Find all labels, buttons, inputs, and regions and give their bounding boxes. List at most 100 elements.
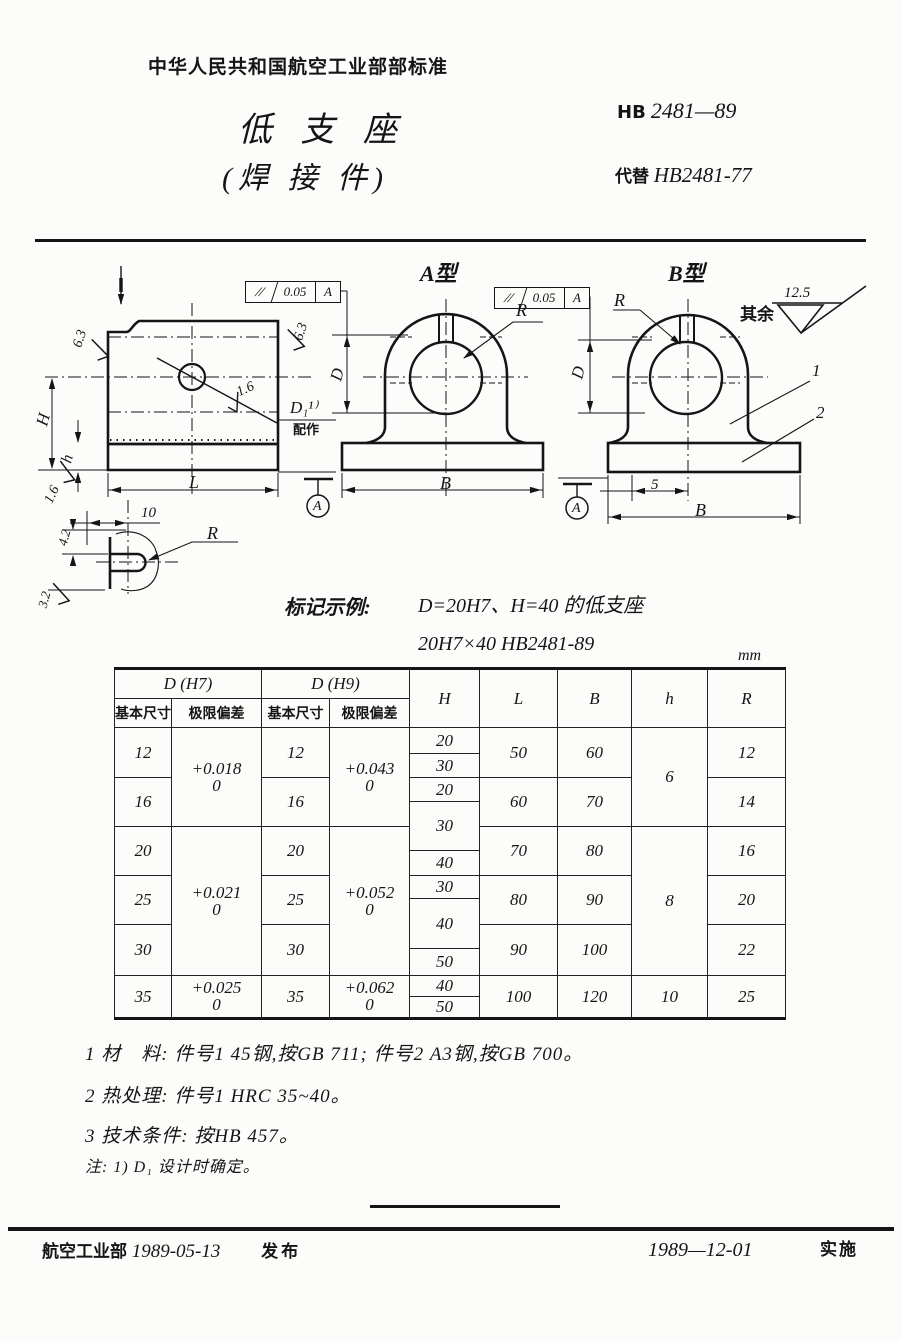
note-material: 1 材 料: 件号1 45钢,按GB 711; 件号2 A3钢,按GB 700。	[85, 1044, 584, 1065]
cell-L: 100	[479, 975, 558, 1019]
cell-R: 20	[707, 875, 786, 925]
deviation-upper: +0.025	[191, 978, 242, 998]
cell-H: 40	[409, 850, 480, 876]
view-b-linework	[558, 285, 867, 524]
designation-label: 标记示例:	[284, 597, 371, 619]
cell-h9-deviation: +0.062 0	[329, 975, 410, 1019]
footer-org: 航空工业部	[42, 1242, 127, 1262]
cell-d-basic: 16	[261, 777, 330, 827]
cell-h7-deviation: +0.025 0	[171, 975, 262, 1019]
cell-B: 80	[557, 826, 632, 876]
cell-d-basic: 35	[261, 975, 330, 1019]
bore-diameter-label: D₁¹⁾	[290, 398, 318, 417]
cell-d-basic: 16	[114, 777, 172, 827]
note-footnote: 注: 1) D₁ 设计时确定。	[85, 1159, 260, 1176]
deviation-upper: +0.018	[191, 758, 242, 778]
document-subtitle: (焊 接 件)	[222, 162, 389, 195]
cell-L: 90	[479, 924, 558, 976]
cell-H: 50	[409, 948, 480, 976]
table-unit-label: mm	[738, 647, 762, 664]
replaces-note: 代替 HB2481-77	[615, 165, 752, 186]
part-callout-2: 2	[816, 403, 825, 422]
deviation-lower: 0	[212, 775, 221, 795]
table-row: 25 25 30 80 90 20	[114, 875, 786, 925]
col-header-deviation: 极限偏差	[329, 698, 410, 728]
footer-issue-label: 发布	[261, 1242, 302, 1262]
col-header-H: H	[409, 668, 480, 728]
side-view-linework	[38, 266, 347, 518]
cell-R: 25	[707, 975, 786, 1019]
table-header-row-1: D (H7) D (H9) H L B h R	[114, 668, 786, 728]
cell-B: 70	[557, 777, 632, 827]
cell-R: 22	[707, 924, 786, 976]
table-row: 35 +0.025 0 35 +0.062 0 40 100 120 10 25	[114, 975, 786, 1019]
view-a-linework	[332, 291, 594, 498]
header-divider	[35, 239, 866, 242]
footer-implement-date: 1989—12-01	[648, 1239, 753, 1261]
footer-short-line	[370, 1205, 560, 1208]
deviation-lower: 0	[365, 899, 374, 919]
cell-H: 50	[409, 996, 480, 1019]
table-row: 40	[115, 850, 786, 876]
cell-d-basic: 35	[114, 975, 172, 1019]
view-b-title: B型	[668, 261, 705, 286]
cell-h: 8	[631, 826, 708, 976]
col-header-B: B	[557, 668, 632, 728]
dim-label-L: L	[189, 472, 200, 492]
footer-implement-label: 实施	[820, 1240, 858, 1260]
cell-h7-deviation: +0.021 0	[171, 826, 262, 976]
cell-h9-deviation: +0.052 0	[329, 826, 410, 976]
table-row: 12 +0.018 0 12 +0.043 0 20 50 60 6 12	[114, 727, 786, 827]
col-header-d-h9: D (H9)	[261, 668, 410, 699]
cell-L: 60	[479, 777, 558, 827]
parallelism-frame-side: // 0.05 A	[242, 281, 341, 303]
parallelism-frame-a: // 0.05 A	[491, 287, 590, 309]
col-header-deviation: 极限偏差	[171, 698, 262, 728]
col-header-R: R	[707, 668, 786, 728]
table-row: 50	[115, 996, 786, 1019]
deviation-lower: 0	[365, 995, 374, 1014]
footer-issue: 航空工业部 1989-05-13 发布	[42, 1242, 301, 1261]
deviation-upper: +0.052	[344, 882, 395, 902]
roughness-value-3-2: 3.2	[34, 589, 54, 610]
standard-code: HB 2481—89	[617, 100, 736, 122]
deviation-lower: 0	[212, 899, 221, 919]
datum-reference: A	[573, 290, 581, 305]
cell-H: 20	[409, 727, 480, 754]
col-header-h: h	[631, 668, 708, 728]
deviation-upper: +0.021	[191, 882, 242, 902]
table-row: 20 +0.021 0 20 +0.052 0 70 80 8 16	[114, 826, 786, 976]
cell-L: 50	[479, 727, 558, 778]
cell-H: 40	[409, 975, 480, 997]
cell-B: 60	[557, 727, 632, 778]
dim-label-10: 10	[141, 505, 156, 521]
detail-view-linework	[48, 500, 238, 606]
cell-H: 30	[409, 801, 480, 851]
datum-letter-b: A	[572, 501, 581, 516]
cell-d-basic: 30	[114, 924, 172, 976]
col-header-basic-size: 基本尺寸	[114, 698, 172, 728]
document-title: 低 支 座	[238, 112, 407, 149]
parallelism-icon: //	[242, 282, 279, 302]
dim-label-5: 5	[651, 477, 659, 493]
cell-L: 80	[479, 875, 558, 925]
cell-B: 100	[557, 924, 632, 976]
table-row: 50	[115, 948, 786, 976]
view-a-title: A型	[420, 261, 457, 286]
cell-d-basic: 25	[261, 875, 330, 925]
cell-R: 16	[707, 826, 786, 876]
cell-d-basic: 30	[261, 924, 330, 976]
radius-label-detail: R	[207, 523, 218, 543]
designation-line2: 20H7×40 HB2481-89	[418, 633, 595, 655]
table-row: 30 30 90 100 22	[114, 924, 786, 976]
cell-d-basic: 25	[114, 875, 172, 925]
cell-h: 10	[631, 975, 708, 1019]
col-header-d-h7: D (H7)	[114, 668, 262, 699]
designation-line1: D=20H7、H=40 的低支座	[418, 595, 644, 617]
standard-code-number: 2481—89	[650, 98, 737, 123]
deviation-upper: +0.043	[344, 758, 395, 778]
rest-roughness-value: 12.5	[784, 285, 811, 301]
footer-divider	[8, 1227, 894, 1231]
